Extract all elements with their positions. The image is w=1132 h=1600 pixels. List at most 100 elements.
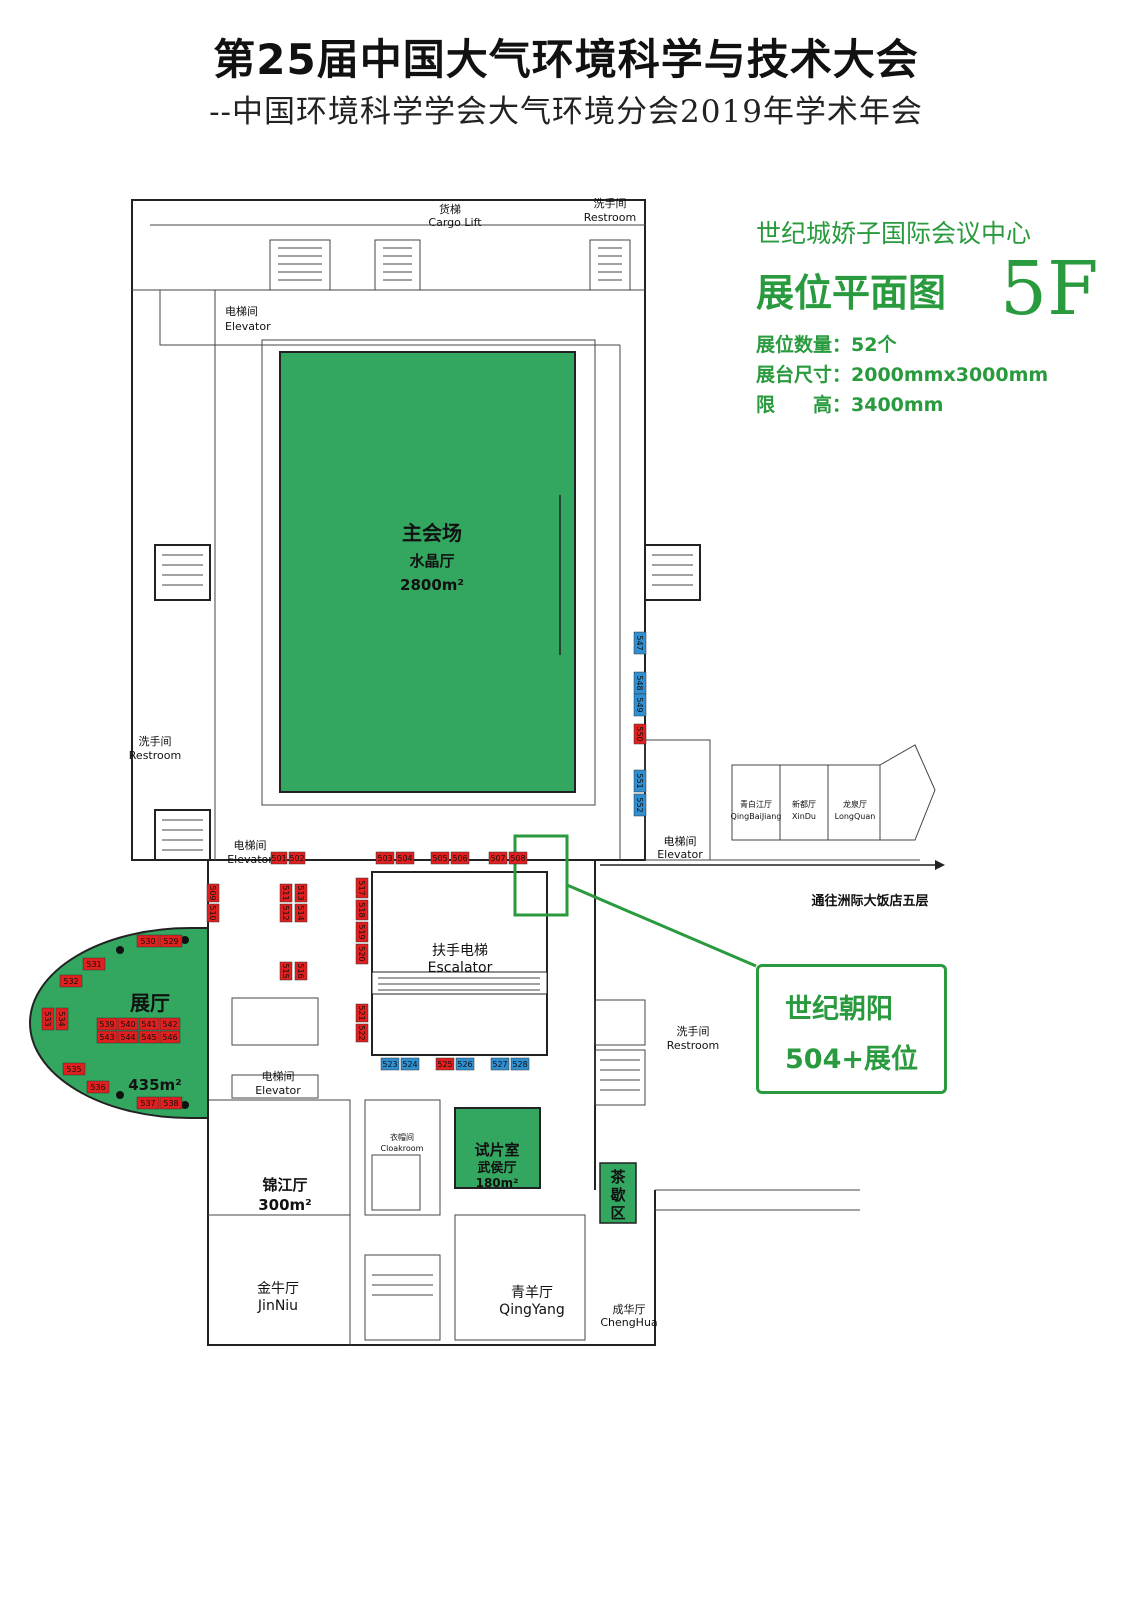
booth-541: 541 xyxy=(138,1017,160,1031)
booth-527: 527 xyxy=(490,1057,510,1071)
booth-number: 521 xyxy=(357,1005,366,1020)
booth-522: 522 xyxy=(355,1023,369,1043)
booth-rect xyxy=(82,957,106,971)
restroom-right-cn: 洗手间 xyxy=(677,1024,710,1038)
longquan-cn: 龙泉厅 xyxy=(843,799,867,809)
booth-number: 543 xyxy=(99,1033,114,1042)
booth-534: 534 xyxy=(55,1007,69,1031)
booth-526: 526 xyxy=(455,1057,475,1071)
elevator-right-en: Elevator xyxy=(657,848,703,861)
booth-number: 536 xyxy=(90,1083,105,1092)
booth-number: 505 xyxy=(432,854,447,863)
booth-number: 531 xyxy=(86,960,101,969)
booth-rect xyxy=(355,943,369,965)
booth-count: 展位数量：52个 xyxy=(756,334,897,356)
booth-512: 512 xyxy=(279,903,293,923)
booth-number: 501 xyxy=(271,854,286,863)
booth-number: 551 xyxy=(635,773,644,788)
booth-rect xyxy=(279,903,293,923)
qingyang-en: QingYang xyxy=(499,1302,565,1318)
booth-rect xyxy=(41,1007,55,1031)
booth-rect xyxy=(117,1017,139,1031)
venue-name: 世纪城娇子国际会议中心 xyxy=(756,219,1032,248)
booth-536: 536 xyxy=(86,1080,110,1094)
booth-515: 515 xyxy=(279,961,293,981)
booth-rect xyxy=(55,1007,69,1031)
elevator-top-cn: 电梯间 xyxy=(225,305,258,318)
booth-509: 509 xyxy=(206,883,220,903)
booth-rect xyxy=(279,883,293,903)
booth-514: 514 xyxy=(294,903,308,923)
booth-rect xyxy=(59,974,83,988)
booth-rect xyxy=(355,1023,369,1043)
restroom-top-cn: 洗手间 xyxy=(594,196,627,210)
booth-number: 527 xyxy=(492,1060,507,1069)
booth-506: 506 xyxy=(450,851,470,865)
booth-521: 521 xyxy=(355,1003,369,1023)
booth-number: 518 xyxy=(357,902,366,917)
booth-rect xyxy=(395,851,415,865)
booth-523: 523 xyxy=(380,1057,400,1071)
plan-title: 展位平面图 xyxy=(756,271,947,315)
chenghua-en: ChengHua xyxy=(600,1316,657,1329)
booth-530: 530 xyxy=(136,934,160,948)
booth-rect xyxy=(633,793,647,817)
booth-number: 514 xyxy=(296,905,305,920)
xindu-cn: 新都厅 xyxy=(792,799,816,809)
booth-rect xyxy=(136,934,160,948)
restroom-left-en: Restroom xyxy=(129,749,181,762)
booth-number: 516 xyxy=(296,963,305,978)
preview-room-name-2: 武侯厅 xyxy=(477,1160,516,1176)
booth-number: 519 xyxy=(357,924,366,939)
booth-rect xyxy=(96,1017,118,1031)
callout-highlight-box xyxy=(513,834,569,917)
booth-537: 537 xyxy=(136,1096,160,1110)
restroom-left-cn: 洗手间 xyxy=(139,734,172,748)
booth-number: 542 xyxy=(162,1020,177,1029)
booth-rect xyxy=(136,1096,160,1110)
booth-517: 517 xyxy=(355,877,369,899)
elevator-lower-cn: 电梯间 xyxy=(262,1070,295,1083)
booth-number: 541 xyxy=(141,1020,156,1029)
booth-rect xyxy=(138,1030,160,1044)
booth-number: 504 xyxy=(397,854,412,863)
booth-number: 535 xyxy=(66,1065,81,1074)
cargo-lift-label-cn: 货梯 xyxy=(439,202,461,216)
booth-number: 503 xyxy=(377,854,392,863)
page-title: 第25届中国大气环境科学与技术大会 xyxy=(213,35,919,84)
booth-528: 528 xyxy=(510,1057,530,1071)
booth-number: 517 xyxy=(357,880,366,895)
booth-number: 511 xyxy=(281,885,290,900)
booth-number: 530 xyxy=(140,937,155,946)
booth-rect xyxy=(86,1080,110,1094)
height-limit: 限 高：3400mm xyxy=(756,394,944,416)
booth-rect xyxy=(159,934,183,948)
booth-rect xyxy=(488,851,508,865)
main-hall xyxy=(279,351,576,793)
booth-number: 532 xyxy=(63,977,78,986)
booth-543: 543 xyxy=(96,1030,118,1044)
booth-number: 544 xyxy=(120,1033,135,1042)
booth-number: 502 xyxy=(289,854,304,863)
main-hall-name-1: 主会场 xyxy=(402,521,462,545)
escalator-en: Escalator xyxy=(428,960,493,976)
preview-room-area: 180m² xyxy=(476,1176,519,1190)
tea-char-2: 歇 xyxy=(609,1186,625,1204)
jinniu-en: JinNiu xyxy=(257,1298,298,1314)
booth-533: 533 xyxy=(41,1007,55,1031)
elevator-left-cn: 电梯间 xyxy=(234,839,267,852)
booth-544: 544 xyxy=(117,1030,139,1044)
booth-number: 546 xyxy=(162,1033,177,1042)
booth-540: 540 xyxy=(117,1017,139,1031)
booth-number: 513 xyxy=(296,885,305,900)
booth-number: 522 xyxy=(357,1025,366,1040)
callout-line-2: 504+展位 xyxy=(785,1044,918,1075)
booth-535: 535 xyxy=(62,1062,86,1076)
booth-552: 552 xyxy=(633,793,647,817)
main-hall-area: 2800m² xyxy=(400,576,464,594)
booth-rect xyxy=(380,1057,400,1071)
booth-rect xyxy=(633,693,647,717)
booth-539: 539 xyxy=(96,1017,118,1031)
preview-room-name-1: 试片室 xyxy=(474,1141,519,1159)
booth-rect xyxy=(159,1030,181,1044)
